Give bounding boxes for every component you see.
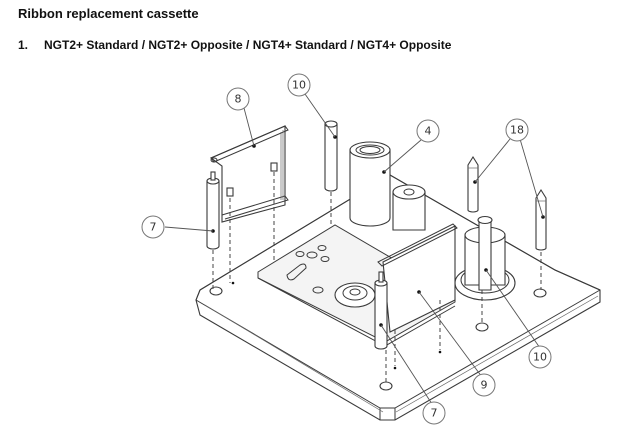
- section-title: Ribbon replacement cassette: [18, 6, 199, 21]
- list-text: NGT2+ Standard / NGT2+ Opposite / NGT4+ …: [44, 38, 452, 52]
- small-roller: [392, 184, 426, 231]
- callout-4: 4: [416, 119, 440, 143]
- callout-7-bottom-label: 7: [431, 407, 438, 420]
- callout-8: 8: [226, 87, 250, 111]
- callout-10-bottom: 10: [528, 345, 552, 369]
- callout-9: 9: [472, 373, 496, 397]
- callout-8-label: 8: [235, 93, 242, 106]
- callout-4-label: 4: [425, 125, 432, 138]
- bracket-screws: [226, 162, 278, 197]
- standoff-top-part-10: [324, 120, 338, 192]
- bracket-part-8: [209, 125, 289, 223]
- callout-10-bottom-label: 10: [533, 351, 547, 364]
- callout-7-left: 7: [141, 215, 165, 239]
- leader-lines: [164, 93, 544, 405]
- callout-10-top-label: 10: [292, 79, 306, 92]
- standoff-bottom-part-7: [374, 271, 388, 350]
- callout-18-label: 18: [510, 124, 524, 137]
- pins-part-18: [467, 155, 547, 251]
- large-cylinder-part-4: [349, 141, 391, 227]
- list-number: 1.: [18, 38, 29, 52]
- standoff-left-part-7: [206, 171, 220, 250]
- assembly-lines: [212, 172, 542, 382]
- callout-7-bottom: 7: [422, 401, 446, 425]
- callout-9-label: 9: [481, 379, 488, 392]
- callout-7-left-label: 7: [150, 221, 157, 234]
- callout-18: 18: [505, 118, 529, 142]
- list-heading: 1. NGT2+ Standard / NGT2+ Opposite / NGT4…: [18, 38, 451, 52]
- callout-10-top: 10: [287, 73, 311, 97]
- plate-part-9: [377, 223, 458, 333]
